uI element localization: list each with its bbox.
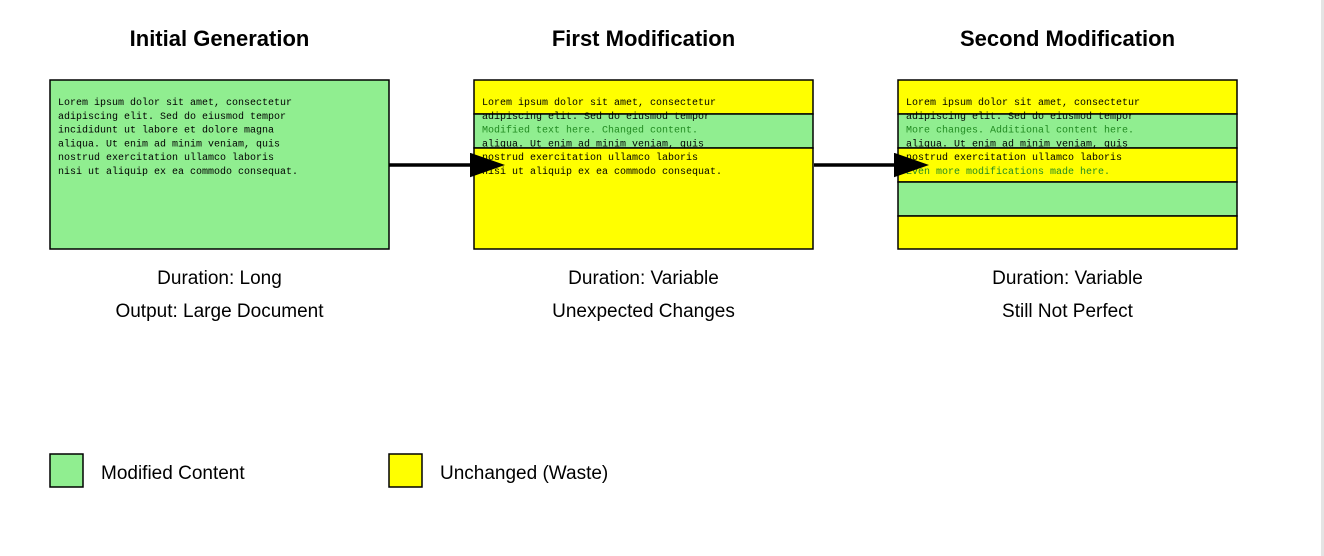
legend-swatch bbox=[49, 453, 84, 488]
text-line: incididunt ut labore et dolore magna bbox=[58, 125, 274, 137]
text-line: nisi ut aliquip ex ea commodo consequat. bbox=[482, 166, 722, 178]
document-box: Lorem ipsum dolor sit amet, consectetur a… bbox=[897, 79, 1238, 250]
window-edge bbox=[1321, 0, 1324, 556]
stage-note: Still Not Perfect bbox=[1002, 301, 1134, 322]
text-line: adipiscing elit. Sed do eiusmod tempor bbox=[906, 111, 1134, 123]
modified-section bbox=[897, 181, 1238, 217]
text-line: nostrud exercitation ullamco laboris bbox=[482, 152, 698, 164]
modified-section bbox=[49, 79, 390, 250]
modified-text-line: More changes. Additional content here. bbox=[906, 125, 1134, 137]
stage-duration: Duration: Long bbox=[157, 268, 282, 289]
unchanged-section bbox=[473, 147, 814, 250]
text-line: Lorem ipsum dolor sit amet, consectetur bbox=[58, 97, 292, 109]
stage-title: First Modification bbox=[552, 26, 735, 51]
text-line: nisi ut aliquip ex ea commodo consequat. bbox=[58, 166, 298, 178]
legend-item: Unchanged (Waste) bbox=[388, 453, 608, 488]
legend-item: Modified Content bbox=[49, 453, 245, 488]
modified-text-line: Modified text here. Changed content. bbox=[482, 125, 698, 137]
text-line: adipiscing elit. Sed do eiusmod tempor bbox=[482, 111, 710, 123]
text-line: aliqua. Ut enim ad minim veniam, quis bbox=[58, 138, 280, 150]
text-line: Lorem ipsum dolor sit amet, consectetur bbox=[482, 97, 716, 109]
stage-title: Initial Generation bbox=[130, 26, 310, 51]
legend-swatch bbox=[388, 453, 423, 488]
modified-section bbox=[473, 113, 814, 149]
stage-title: Second Modification bbox=[960, 26, 1175, 51]
stage-duration: Duration: Variable bbox=[992, 268, 1143, 289]
document-box: Lorem ipsum dolor sit amet, consectetur a… bbox=[473, 79, 814, 250]
text-line: nostrud exercitation ullamco laboris bbox=[906, 152, 1122, 164]
stage-note: Output: Large Document bbox=[115, 301, 324, 322]
text-line: aliqua. Ut enim ad minim veniam, quis bbox=[906, 138, 1128, 150]
unchanged-section bbox=[897, 215, 1238, 250]
stage-duration: Duration: Variable bbox=[568, 268, 719, 289]
text-line: Lorem ipsum dolor sit amet, consectetur bbox=[906, 97, 1140, 109]
stage-note: Unexpected Changes bbox=[552, 301, 735, 322]
text-line: adipiscing elit. Sed do eiusmod tempor bbox=[58, 111, 286, 123]
text-line: nostrud exercitation ullamco laboris bbox=[58, 152, 274, 164]
text-line: aliqua. Ut enim ad minim veniam, quis bbox=[482, 138, 704, 150]
modified-text-line: Even more modifications made here. bbox=[906, 166, 1110, 178]
unchanged-section bbox=[473, 79, 814, 115]
legend-label: Unchanged (Waste) bbox=[440, 463, 608, 484]
legend-label: Modified Content bbox=[101, 463, 245, 484]
document-box: Lorem ipsum dolor sit amet, consectetur a… bbox=[49, 79, 390, 250]
